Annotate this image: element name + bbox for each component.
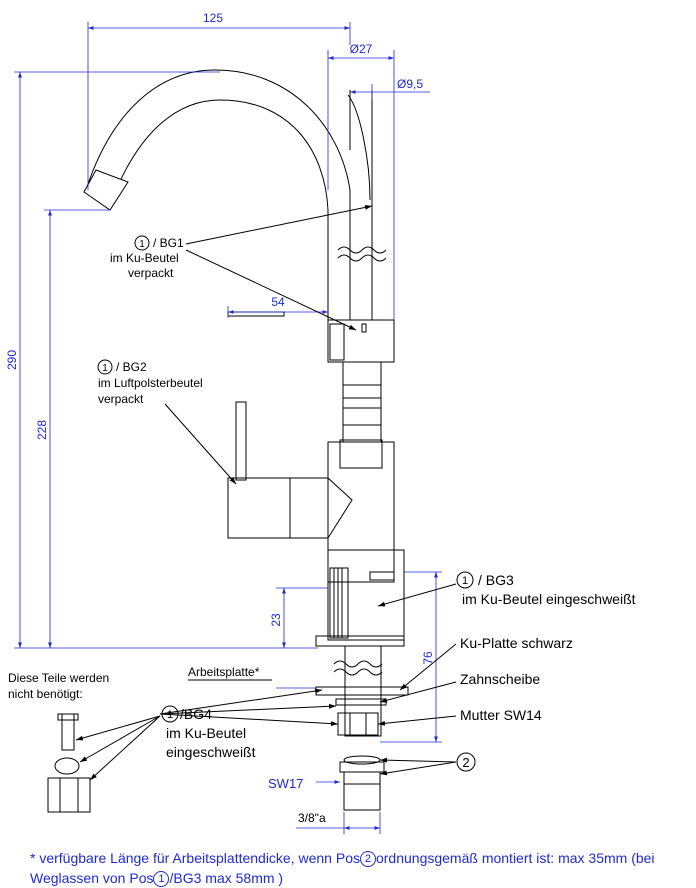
ku-platte-part <box>315 686 409 696</box>
upper-body-block <box>327 319 395 363</box>
bg2-num: 1 <box>102 363 108 374</box>
bg3-line1: im Ku-Beutel eingeschweißt <box>462 591 636 607</box>
dim-290-label: 290 <box>5 350 19 370</box>
threaded-rod <box>344 645 382 737</box>
break-mark <box>337 246 387 254</box>
callout-bg2: 1 / BG2 im Luftpolsterbeutel verpackt <box>97 359 203 406</box>
lever-body <box>227 477 329 539</box>
dim-9-5-label: Ø9,5 <box>397 77 423 91</box>
mounting-body <box>327 549 405 641</box>
break-mark <box>333 660 383 668</box>
zahnscheibe-label: Zahnscheibe <box>460 671 540 687</box>
base-plate <box>315 635 405 647</box>
bg1-line1: im Ku-Beutel <box>110 251 179 265</box>
dim-290 <box>14 71 220 648</box>
dim-23 <box>276 587 328 689</box>
dim-76 <box>380 571 442 743</box>
footnote-circle-2: 2 <box>359 851 376 867</box>
bg4-line2: eingeschweißt <box>166 744 256 760</box>
dim-228 <box>14 209 318 649</box>
callout-bg4: 1 /BG4 im Ku-Beutel eingeschweißt <box>161 705 256 760</box>
pos2-num: 2 <box>462 755 469 770</box>
bg3-code: / BG3 <box>478 572 514 588</box>
dim-23-label: 23 <box>269 613 283 627</box>
footnote-part2: ordnungsgemäß montiert ist: max 35mm (be… <box>30 850 655 886</box>
spout-aerator <box>83 169 129 211</box>
spout <box>83 69 387 320</box>
bg3-num: 1 <box>462 575 468 587</box>
nut-part <box>337 712 379 736</box>
callout-bg1: 1 / BG1 im Ku-Beutel verpackt <box>110 235 184 280</box>
lever-plate <box>227 311 285 317</box>
dim-54-label: 54 <box>271 295 285 309</box>
lever-stick <box>235 401 247 481</box>
bg4-num: 1 <box>167 709 173 721</box>
footnote-circle-1: 1 <box>153 871 170 887</box>
connector-sleeve <box>342 361 382 443</box>
bg4-code: /BG4 <box>180 706 212 722</box>
dim-27-label: Ø27 <box>350 42 373 56</box>
zahnscheibe-part <box>335 698 387 706</box>
dim-76-label: 76 <box>421 651 435 665</box>
dim-54 <box>227 306 328 318</box>
ku-platte-label: Ku-Platte schwarz <box>460 635 573 651</box>
bg1-line2: verpackt <box>128 266 174 280</box>
callout-bg3: 1 / BG3 im Ku-Beutel eingeschweißt <box>456 571 636 607</box>
dim-125 <box>87 22 351 190</box>
callout-pos2: 2 <box>456 752 476 772</box>
dim-thread <box>296 812 381 834</box>
dim-27 <box>327 50 395 320</box>
bg3-insert <box>329 567 349 639</box>
thread-label: 3/8"a <box>298 811 326 825</box>
bg1-code: / BG1 <box>153 236 184 250</box>
break-mark <box>333 668 383 676</box>
bg2-code: / BG2 <box>116 360 147 374</box>
mutter-label: Mutter SW14 <box>460 707 542 723</box>
dim-125-label: 125 <box>203 11 223 25</box>
unused-parts-title-2: nicht benötigt: <box>8 687 83 701</box>
bg2-line1: im Luftpolsterbeutel <box>98 376 203 390</box>
footnote-part3: /BG3 max 58mm ) <box>169 870 284 886</box>
sw17-connector <box>343 771 381 811</box>
break-mark <box>337 254 387 262</box>
dim-228-label: 228 <box>35 420 49 440</box>
sw17-label: SW17 <box>268 776 303 791</box>
unused-parts-title-1: Diese Teile werden <box>8 671 109 685</box>
bg1-num: 1 <box>139 239 145 250</box>
bg4-line1: im Ku-Beutel <box>166 725 246 741</box>
unused-parts-group <box>47 713 91 813</box>
arbeitsplatte-label: Arbeitsplatte* <box>188 665 260 679</box>
footnote-part1: * verfügbare Länge für Arbeitsplattendic… <box>30 850 360 866</box>
footnote: * verfügbare Länge für Arbeitsplattendic… <box>30 848 690 888</box>
upper-seal <box>329 323 345 361</box>
dim-9-5 <box>350 84 430 100</box>
bg2-line2: verpackt <box>98 392 144 406</box>
main-body <box>327 441 395 583</box>
